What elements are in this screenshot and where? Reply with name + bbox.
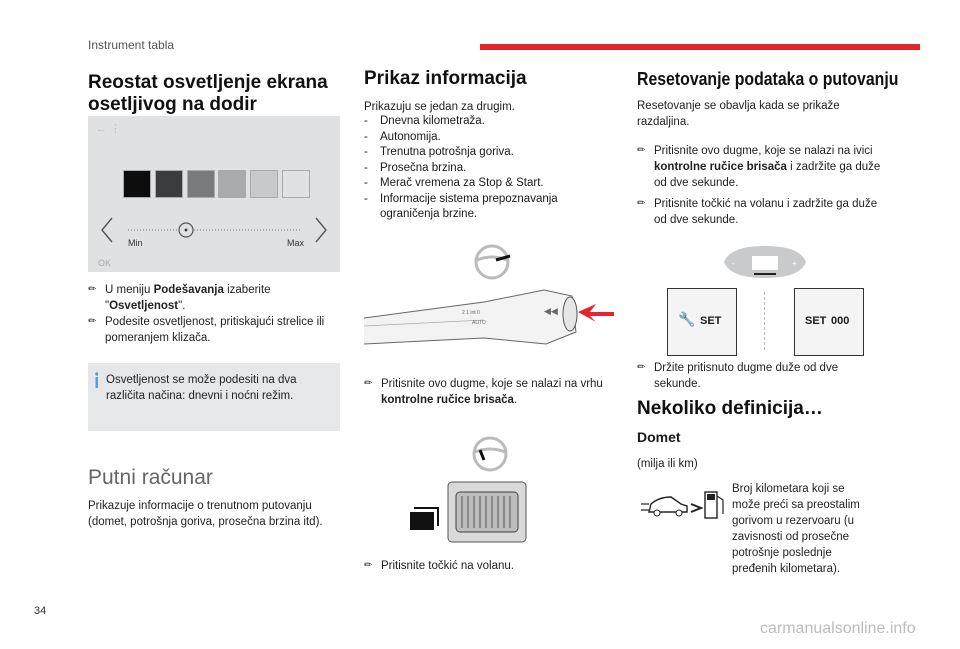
trip-reset-intro: Resetovanje se obavlja kada se prikaže r… — [637, 100, 840, 128]
display-step-1: ✏ Pritisnite ovo dugme, koje se nalazi n… — [364, 378, 603, 406]
info-note-box: Osvetljenost se može podesiti na dva raz… — [88, 363, 340, 431]
brightness-title: Reostat osvetljenje ekrana osetljivog na… — [88, 72, 328, 115]
set-label: SET — [805, 315, 827, 327]
list-item: Autonomija. — [364, 130, 604, 146]
divider — [764, 292, 767, 350]
svg-text:AUTO: AUTO — [472, 320, 486, 326]
list-item: Dnevna kilometraža. — [364, 114, 604, 130]
set-reset-display-illustration: SET 000 — [794, 288, 864, 356]
brightness-step-1: ✏ U meniju Podešavanja izaberite"Osvetlj… — [88, 284, 271, 312]
trip-reset-title: Resetovanje podataka o putovanju — [637, 69, 899, 89]
list-item: Merač vremena za Stop & Start. — [364, 176, 604, 192]
reset-step-1: ✏ Pritisnite ovo dugme, koje se nalazi n… — [637, 145, 881, 189]
brightness-step-2: ✏ Podesite osvetljenost, pritiskajući st… — [88, 316, 325, 344]
red-arrow-icon — [578, 304, 614, 322]
steering-wheel-icon — [474, 244, 511, 280]
right-arrow-icon — [315, 217, 327, 243]
trip-computer-title: Putni računar — [88, 466, 213, 489]
definitions-title: Nekoliko definicija… — [637, 398, 823, 419]
slider — [101, 217, 327, 243]
wrench-icon: 🔧 — [678, 311, 696, 327]
info-display-list: Dnevna kilometraža. Autonomija. Trenutna… — [364, 114, 604, 223]
reset-step-3: ✏ Držite pritisnuto dugme duže od dve se… — [637, 362, 839, 390]
header-accent-bar — [480, 44, 920, 50]
instrument-cluster-icon: - + — [724, 246, 806, 278]
svg-text:◀◀: ◀◀ — [544, 306, 558, 316]
watermark: carmanualsonline.info — [760, 620, 916, 637]
left-arrow-icon — [101, 217, 113, 243]
info-display-title: Prikaz informacija — [364, 68, 527, 89]
ok-label: OK — [98, 258, 112, 268]
info-note-text: Osvetljenost se može podesiti na dva raz… — [106, 374, 297, 402]
swatch-5 — [250, 170, 278, 198]
swatch-3 — [187, 170, 215, 198]
swatch-1 — [123, 170, 151, 198]
touchscreen-illustration: ← ⋮ Min Max OK — [88, 116, 340, 272]
range-title: Domet — [637, 429, 681, 445]
svg-text:2 1 int 0: 2 1 int 0 — [462, 310, 480, 316]
set-button-illustration: 🔧 SET — [667, 288, 737, 356]
range-definition: Broj kilometara koji se može preći sa pr… — [732, 483, 860, 575]
car-fuel-icon — [641, 491, 724, 519]
list-item: Informacije sistema prepoznavanja ograni… — [364, 192, 604, 223]
swatch-4 — [218, 170, 246, 198]
wiper-stalk-illustration: AUTO 2 1 int 0 ◀◀ — [364, 244, 614, 345]
svg-text:+: + — [792, 259, 797, 268]
back-arrow-icon: ← ⋮ — [96, 123, 122, 135]
list-item: Prosečna brzina. — [364, 161, 604, 177]
swatch-6 — [282, 170, 310, 198]
swatch-2 — [155, 170, 183, 198]
info-icon — [95, 372, 98, 388]
min-label: Min — [128, 238, 143, 248]
range-unit: (milja ili km) — [637, 458, 698, 470]
page-number: 34 — [34, 605, 47, 617]
trip-computer-text: Prikazuje informacije o trenutnom putova… — [88, 500, 323, 528]
steering-wheel-thumbwheel-illustration — [410, 436, 527, 543]
svg-text:-: - — [732, 259, 735, 268]
info-display-intro: Prikazuju se jedan za drugim. — [364, 101, 515, 113]
steering-wheel-icon — [472, 436, 508, 472]
set-value: 000 — [831, 315, 850, 327]
max-label: Max — [287, 238, 305, 248]
section-label: Instrument tabla — [88, 38, 175, 52]
reset-step-2: ✏ Pritisnite točkić na volanu i zadržite… — [637, 198, 878, 226]
display-step-2: ✏ Pritisnite točkić na volanu. — [364, 560, 514, 572]
set-label: SET — [700, 315, 722, 327]
list-item: Trenutna potrošnja goriva. — [364, 145, 604, 161]
